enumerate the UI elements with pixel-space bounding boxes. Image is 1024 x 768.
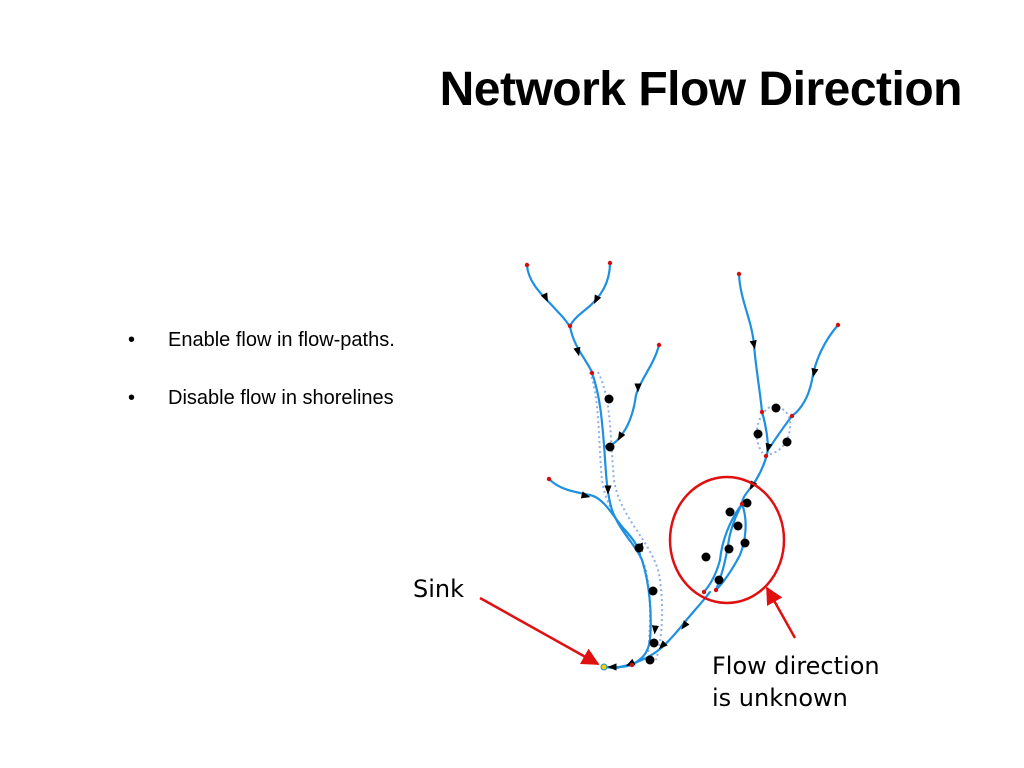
junction-node [634, 543, 644, 553]
endpoint-marker [607, 260, 613, 266]
bullet-item: • Disable flow in shorelines [128, 380, 395, 438]
unknown-direction-highlight [668, 475, 786, 605]
endpoint-marker [739, 501, 745, 507]
bullet-list: • Enable flow in flow-paths. • Disable f… [128, 322, 395, 438]
bullet-dot-icon: • [128, 387, 136, 409]
junction-node [724, 544, 734, 554]
unknown-direction-label: Flow direction is unknown [712, 650, 880, 714]
junction-node [714, 575, 724, 585]
junction-node [648, 586, 658, 596]
endpoint-marker [629, 662, 635, 668]
unknown-direction-label-line1: Flow direction [712, 652, 880, 680]
junction-node [701, 552, 711, 562]
junction-nodes [604, 394, 792, 665]
endpoint-marker [567, 323, 573, 329]
junction-node [725, 507, 735, 517]
junction-node [782, 437, 792, 447]
unknown-callout-arrow [765, 586, 797, 639]
junction-node [742, 498, 752, 508]
sink-label: Sink [413, 575, 465, 603]
bullet-dot-icon: • [128, 329, 136, 351]
sink-node [600, 663, 608, 671]
endpoint-marker [701, 589, 707, 595]
junction-node [740, 538, 750, 548]
unknown-direction-label-line2: is unknown [712, 684, 848, 712]
endpoint-marker [763, 453, 769, 459]
stream-network [525, 261, 840, 670]
junction-node [733, 521, 743, 531]
sink-callout-arrow [479, 596, 600, 666]
endpoint-marker [736, 271, 742, 277]
endpoint-marker [546, 476, 552, 482]
endpoint-marker [656, 342, 662, 348]
junction-node [645, 655, 655, 665]
endpoint-marker [835, 322, 841, 328]
slide-title: Network Flow Direction [439, 63, 963, 116]
endpoint-marker [759, 409, 765, 415]
endpoint-marker [524, 262, 530, 268]
endpoint-marker [713, 587, 719, 593]
junction-node [604, 394, 614, 404]
endpoint-marker [789, 413, 795, 419]
junction-node [753, 429, 763, 439]
endpoint-markers [524, 260, 841, 668]
junction-node [649, 638, 659, 648]
endpoint-marker [589, 370, 595, 376]
bullet-text: Disable flow in shorelines [168, 387, 394, 409]
junction-node [771, 403, 781, 413]
flow-arrow-icon [651, 625, 660, 635]
flow-arrows [540, 292, 819, 671]
bullet-text: Enable flow in flow-paths. [168, 329, 395, 351]
bullet-item: • Enable flow in flow-paths. [128, 322, 395, 380]
junction-node [605, 442, 615, 452]
